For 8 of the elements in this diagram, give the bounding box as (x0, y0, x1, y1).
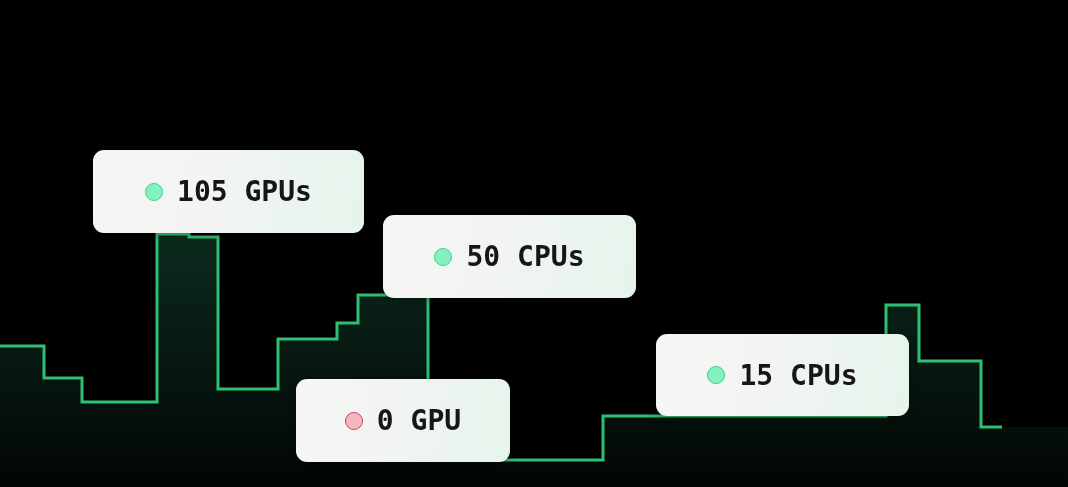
status-card (383, 215, 636, 298)
resource-count: 50 CPUs (466, 240, 585, 273)
resource-count: 15 CPUs (739, 358, 858, 392)
resource-count: 105 GPUs (177, 175, 312, 208)
status-card (296, 379, 510, 462)
resource-count: 0 GPU (376, 404, 462, 437)
status-card (93, 150, 364, 233)
status-card (656, 334, 909, 416)
